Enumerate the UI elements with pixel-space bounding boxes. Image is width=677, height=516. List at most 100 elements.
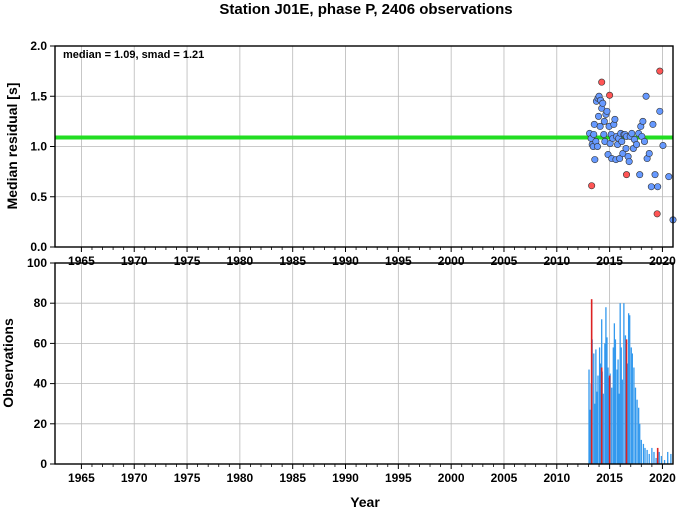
scatter-point-blue: [628, 129, 636, 137]
x-axis-label: Year: [350, 494, 380, 510]
scatter-point-blue: [639, 117, 647, 125]
bar-blue: [618, 393, 620, 464]
scatter-point-blue: [591, 156, 599, 164]
bar-blue: [642, 443, 645, 464]
scatter-point-blue: [649, 120, 657, 128]
bottom-x-tick-label: 1995: [385, 471, 412, 485]
top-y-tick-label: 1.5: [30, 89, 47, 103]
bottom-y-tick-label: 60: [34, 336, 48, 350]
top-x-tick-label: 2015: [596, 254, 623, 268]
scatter-point-blue: [625, 158, 633, 166]
bar-blue: [619, 303, 621, 464]
bar-blue: [599, 363, 602, 464]
bar-blue: [629, 315, 631, 464]
bar-blue: [660, 455, 663, 464]
scatter-point-blue: [611, 115, 619, 123]
bar-blue: [598, 347, 601, 464]
bar-blue: [655, 457, 657, 464]
scatter-point-blue: [595, 112, 603, 120]
bar-blue: [606, 337, 608, 464]
bar-blue: [636, 399, 638, 464]
scatter-point-blue: [618, 137, 626, 145]
bottom-y-tick-label: 40: [34, 377, 48, 391]
scatter-point-blue: [590, 130, 598, 138]
bar-red: [625, 339, 628, 464]
bottom-y-axis-label: Observations: [0, 318, 16, 408]
scatter-point-blue: [642, 92, 650, 100]
bottom-x-tick-label: 2005: [491, 471, 518, 485]
bar-blue: [597, 375, 599, 464]
bar-blue: [624, 335, 627, 464]
top-y-tick-label: 2.0: [30, 39, 47, 53]
bottom-x-tick-label: 2020: [649, 471, 676, 485]
stats-annotation: median = 1.09, smad = 1.21: [63, 49, 204, 61]
bar-red: [656, 447, 659, 464]
bar-blue: [617, 359, 619, 464]
scatter-point-red: [653, 210, 661, 218]
scatter-point-red: [598, 78, 606, 86]
bottom-x-tick-label: 1985: [279, 471, 306, 485]
scatter-point-red: [588, 182, 596, 190]
bar-blue: [644, 447, 646, 464]
scatter-point-blue: [616, 155, 624, 163]
scatter-point-blue: [651, 171, 659, 179]
bar-blue: [621, 379, 623, 464]
bar-blue: [626, 363, 629, 464]
bar-blue: [640, 439, 642, 464]
scatter-point-blue: [599, 99, 607, 107]
bar-blue: [667, 451, 669, 464]
scatter-point-blue: [647, 183, 655, 191]
scatter-point-blue: [593, 143, 601, 151]
top-y-ticks: 0.00.51.01.52.0: [30, 39, 55, 254]
scatter-point-blue: [590, 120, 598, 128]
bar-blue: [595, 349, 597, 464]
bottom-y-tick-label: 0: [40, 457, 47, 471]
bar-blue: [658, 451, 660, 464]
bar-blue: [646, 449, 648, 464]
bar-blue: [588, 369, 590, 464]
bar-blue: [670, 453, 672, 464]
bar-blue: [623, 303, 625, 464]
scatter-point-blue: [596, 122, 604, 130]
bar-blue: [612, 347, 614, 464]
scatter-point-blue: [659, 141, 667, 149]
top-y-tick-label: 0.0: [30, 240, 47, 254]
chart-title: Station J01E, phase P, 2406 observations: [219, 1, 512, 18]
scatter-point-red: [656, 67, 664, 75]
bar-blue: [653, 451, 655, 464]
top-x-tick-label: 1975: [174, 254, 201, 268]
bottom-x-tick-label: 2010: [543, 471, 570, 485]
top-y-axis-label: Median residual [s]: [4, 83, 20, 210]
bar-blue: [616, 369, 618, 464]
bar-blue: [663, 459, 666, 464]
bar-blue: [651, 447, 653, 464]
scatter-point-blue: [619, 150, 627, 158]
scatter-point-red: [606, 91, 614, 99]
scatter-point-blue: [633, 140, 641, 148]
bottom-x-tick-label: 1965: [68, 471, 95, 485]
bar-blue: [593, 353, 595, 464]
bottom-bars-layer: [588, 299, 672, 464]
bar-blue: [633, 367, 635, 464]
top-x-tick-label: 1970: [121, 254, 148, 268]
bottom-y-tick-label: 80: [34, 296, 48, 310]
scatter-point-blue: [665, 173, 673, 181]
scatter-point-blue: [654, 183, 662, 191]
top-points-layer: [586, 67, 677, 224]
scatter-point-blue: [600, 117, 608, 125]
scatter-point-blue: [656, 107, 664, 115]
top-y-tick-label: 1.0: [30, 140, 47, 154]
bar-blue: [594, 403, 596, 464]
bar-blue: [631, 353, 633, 464]
bar-blue: [589, 409, 591, 464]
bar-blue: [620, 347, 622, 464]
top-x-tick-label: 1985: [279, 254, 306, 268]
top-x-tick-label: 1965: [68, 254, 95, 268]
bar-blue: [596, 391, 598, 464]
scatter-point-blue: [622, 145, 630, 153]
bottom-x-tick-label: 2000: [438, 471, 465, 485]
bar-blue: [604, 343, 606, 464]
